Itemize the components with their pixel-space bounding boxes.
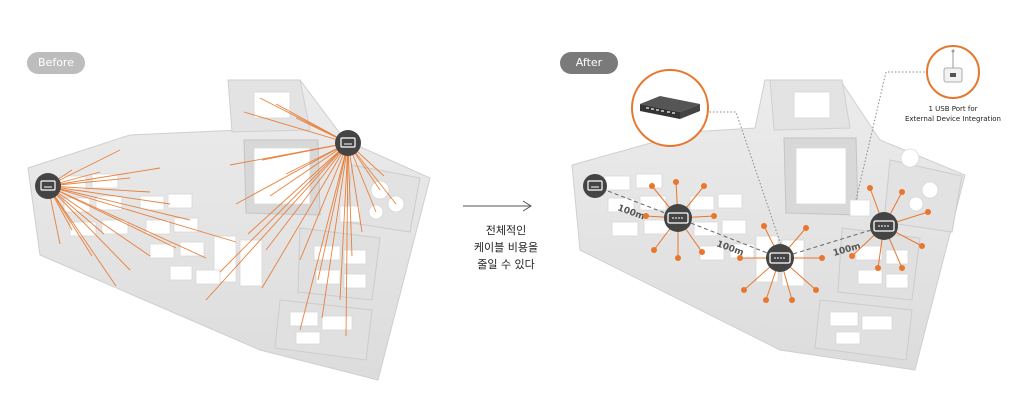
arrow-right-icon <box>463 200 532 212</box>
after-badge: After <box>560 52 618 74</box>
before-floorplan <box>27 79 431 381</box>
before-badge: Before <box>27 52 85 74</box>
usb-port-caption: 1 USB Port for External Device Integrati… <box>893 104 1013 124</box>
cost-caption: 전체적인 케이블 비용을 줄일 수 있다 <box>440 222 572 273</box>
usb-device-icon <box>926 45 980 99</box>
caption-line-3: 줄일 수 있다 <box>477 258 535 271</box>
caption-line-1: 전체적인 <box>485 224 527 237</box>
switch-callout <box>631 69 709 147</box>
network-switch-icon <box>664 204 692 232</box>
after-endpoints <box>643 179 931 303</box>
router-icon <box>583 174 607 198</box>
before-router-left <box>35 173 61 199</box>
backbone-links <box>594 185 885 259</box>
before-cables <box>47 97 397 337</box>
after-floorplan <box>571 79 966 371</box>
usb-caption-line-2: External Device Integration <box>904 115 1001 123</box>
usb-caption-line-1: 1 USB Port for <box>928 105 978 113</box>
network-switch-icon <box>870 212 898 240</box>
caption-line-2: 케이블 비용을 <box>473 241 539 254</box>
before-router-right <box>335 130 361 156</box>
network-switch-icon <box>766 244 794 272</box>
callout-lines <box>706 71 928 249</box>
